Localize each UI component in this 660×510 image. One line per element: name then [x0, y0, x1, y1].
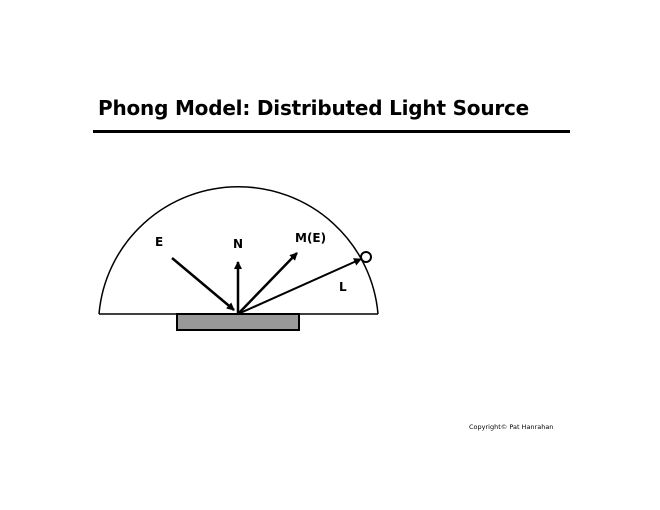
copyright-text: Copyright© Pat Hanrahan [469, 423, 554, 431]
light-source-circle [360, 251, 372, 263]
light-vector-arrow [237, 258, 362, 315]
label-n: N [233, 237, 243, 251]
eye-vector-arrow [171, 257, 235, 311]
label-e: E [155, 235, 163, 249]
hemisphere-dome [98, 186, 379, 315]
label-l: L [339, 280, 347, 294]
slide-title: Phong Model: Distributed Light Source [98, 96, 530, 120]
mirror-vector-arrow [237, 252, 298, 315]
surface-block [176, 313, 300, 331]
title-underline [93, 130, 570, 133]
label-m-e: M(E) [295, 231, 326, 245]
